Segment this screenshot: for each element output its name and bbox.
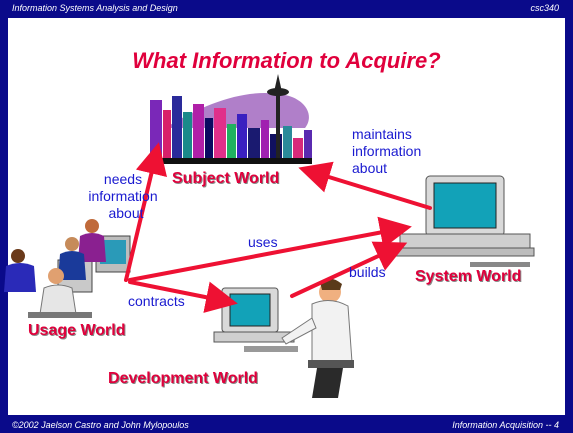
- frame-bottom-bar: [0, 415, 573, 433]
- system-world-label: System World: [415, 268, 522, 285]
- course-title: Information Systems Analysis and Design: [12, 3, 178, 13]
- needs-information-label: needs information about: [88, 171, 158, 221]
- development-world-label: Development World: [108, 370, 258, 387]
- slide-title: What Information to Acquire?: [132, 48, 441, 73]
- maintains-information-label: maintains information about: [352, 126, 422, 176]
- slide-number-footer: Information Acquisition -- 4: [452, 420, 559, 430]
- developer-illustration: [213, 278, 354, 398]
- relationship-arrows: [124, 142, 432, 313]
- copyright-footer: ©2002 Jaelson Castro and John Mylopoulos: [12, 420, 189, 430]
- office-workers-illustration: [4, 219, 131, 318]
- contracts-label: contracts: [128, 293, 185, 309]
- usage-world-label: Usage World: [28, 322, 126, 339]
- computer-system-illustration: [393, 175, 535, 267]
- builds-label: builds: [349, 264, 386, 280]
- frame-top-bar: [0, 0, 573, 18]
- frame-right-bar: [565, 0, 573, 433]
- frame-left-bar: [0, 0, 8, 433]
- course-code: csc340: [530, 3, 559, 13]
- subject-world-label: Subject World: [172, 170, 280, 187]
- uses-label: uses: [248, 234, 278, 250]
- city-skyline-illustration: [150, 74, 312, 164]
